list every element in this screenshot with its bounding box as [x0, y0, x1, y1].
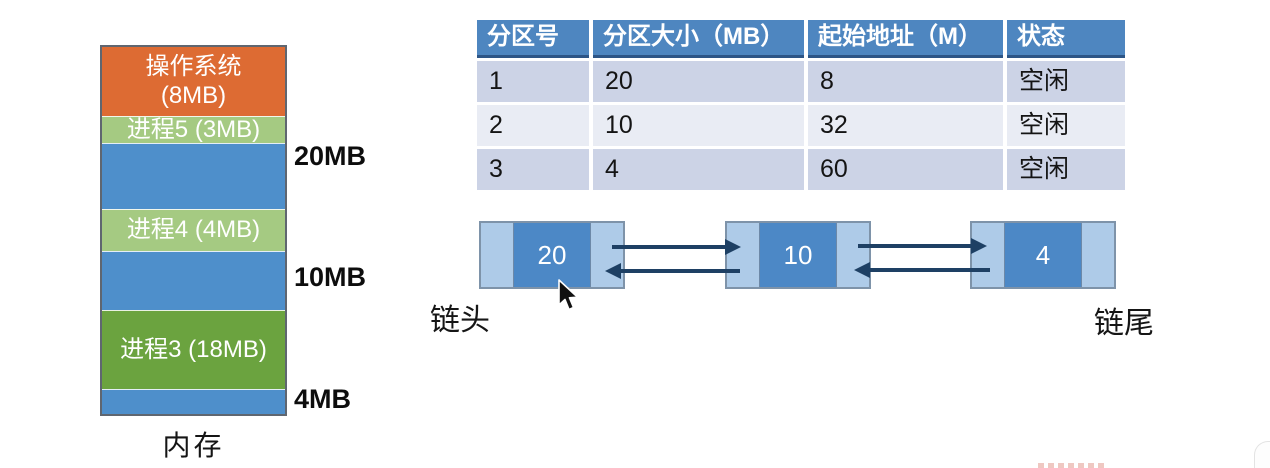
- table-row-cell: 空闲: [1007, 149, 1125, 190]
- memory-block-process5: 进程5 (3MB): [102, 116, 285, 143]
- memory-block-process4: 进程4 (4MB): [102, 209, 285, 251]
- process5-label: 进程5 (3MB): [126, 115, 261, 143]
- memory-block-free-4mb: [102, 389, 285, 414]
- list-head-label: 链头: [430, 304, 490, 337]
- table-header-partition-no: 分区号: [477, 20, 589, 58]
- free-size-label-10mb: 10MB: [294, 262, 367, 292]
- memory-diagram: 操作系统 (8MB) 进程5 (3MB) 进程4 (4MB) 进程3 (18MB…: [100, 45, 287, 416]
- table-row-cell: 60: [808, 149, 1003, 190]
- table-row-cell: 20: [593, 61, 804, 102]
- overlay-corner-fragment: [1254, 441, 1270, 468]
- node-prev-pointer-cell: [727, 223, 759, 287]
- node-prev-pointer-cell: [481, 223, 513, 287]
- free-partition-table: 分区号 分区大小（MB） 起始地址（M） 状态 1 20 8 空闲 2 10 3…: [477, 20, 1125, 190]
- os-label-line1: 操作系统: [145, 52, 242, 80]
- table-header-partition-size: 分区大小（MB）: [593, 20, 804, 58]
- node-value-cell: 20: [513, 223, 591, 287]
- table-row-cell: 4: [593, 149, 804, 190]
- watermark-fragment: [1038, 463, 1108, 468]
- table-header-start-address: 起始地址（M）: [808, 20, 1003, 58]
- list-node-10: 10: [725, 221, 871, 289]
- process3-label: 进程3 (18MB): [120, 335, 267, 363]
- memory-block-free-10mb: [102, 251, 285, 310]
- node-value-cell: 4: [1004, 223, 1082, 287]
- os-label-line2: (8MB): [160, 81, 227, 109]
- table-row-cell: 3: [477, 149, 589, 190]
- memory-block-process3: 进程3 (18MB): [102, 310, 285, 389]
- process4-label: 进程4 (4MB): [126, 216, 261, 244]
- free-size-label-20mb: 20MB: [294, 141, 367, 171]
- memory-block-free-20mb: [102, 143, 285, 209]
- table-row-cell: 10: [593, 105, 804, 146]
- node-value-cell: 10: [759, 223, 837, 287]
- table-row-cell: 2: [477, 105, 589, 146]
- memory-block-os: 操作系统 (8MB): [102, 47, 285, 116]
- table-row-cell: 8: [808, 61, 1003, 102]
- table-row-cell: 32: [808, 105, 1003, 146]
- node-next-pointer-cell: [837, 223, 869, 287]
- list-node-4: 4: [970, 221, 1116, 289]
- list-node-20: 20: [479, 221, 625, 289]
- table-row-cell: 1: [477, 61, 589, 102]
- node-next-pointer-cell: [591, 223, 623, 287]
- node-next-pointer-cell: [1082, 223, 1114, 287]
- list-tail-label: 链尾: [1094, 307, 1154, 340]
- table-header-status: 状态: [1007, 20, 1125, 58]
- table-row-cell: 空闲: [1007, 61, 1125, 102]
- free-size-label-4mb: 4MB: [294, 384, 352, 414]
- table-row-cell: 空闲: [1007, 105, 1125, 146]
- memory-caption: 内存: [162, 430, 225, 461]
- node-prev-pointer-cell: [972, 223, 1004, 287]
